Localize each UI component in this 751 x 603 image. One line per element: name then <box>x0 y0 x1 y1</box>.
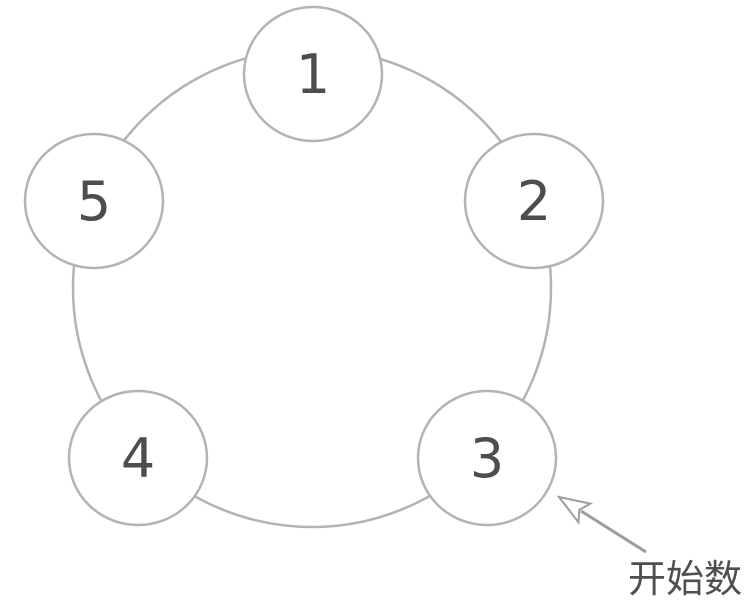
node-5-circle <box>23 132 165 270</box>
arrow-head-icon <box>556 495 594 526</box>
node-1-circle <box>242 5 384 143</box>
node-1-label: 1 <box>296 43 330 106</box>
node-3: 3 <box>416 389 558 527</box>
node-1: 1 <box>242 5 384 143</box>
node-2-circle <box>463 132 605 270</box>
arrow-shaft <box>580 509 647 554</box>
node-5: 5 <box>23 132 165 270</box>
start-arrow <box>556 495 647 554</box>
node-2-label: 2 <box>517 170 551 233</box>
node-5-label: 5 <box>77 170 111 233</box>
node-4-circle <box>67 389 209 527</box>
node-3-circle <box>416 389 558 527</box>
node-2: 2 <box>463 132 605 270</box>
node-4-label: 4 <box>121 427 155 490</box>
node-4: 4 <box>67 389 209 527</box>
start-annotation-label: 开始数 <box>628 557 742 601</box>
node-3-label: 3 <box>470 427 504 490</box>
